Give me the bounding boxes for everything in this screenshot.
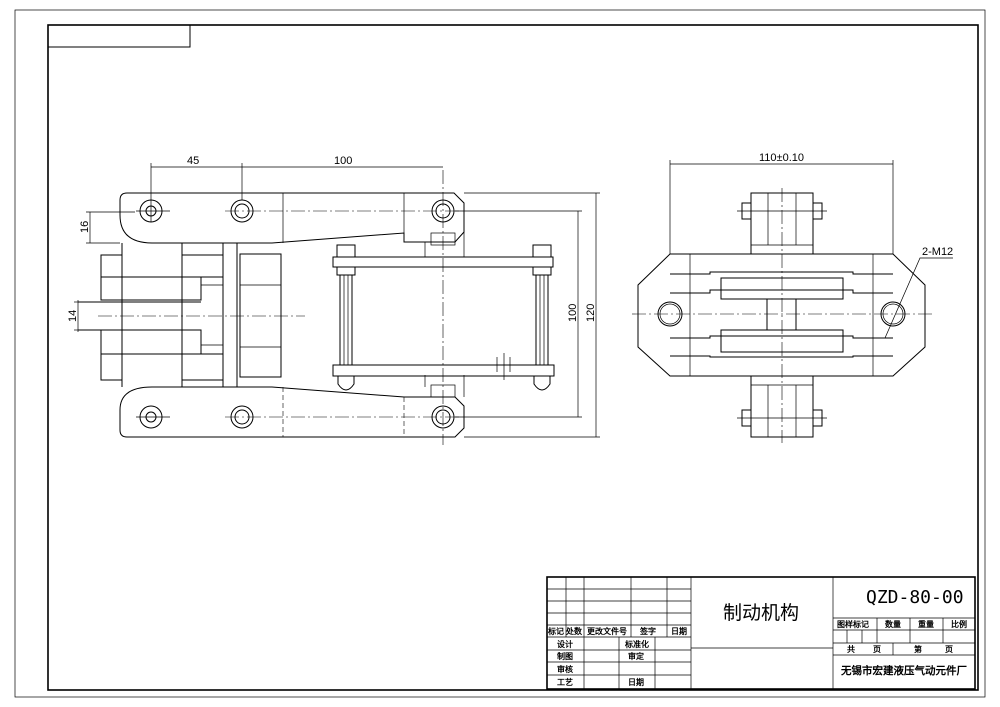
bracket-top xyxy=(737,192,827,255)
label-drafting: 制图 xyxy=(557,651,573,661)
caliper-body xyxy=(637,253,926,377)
top-link-plate xyxy=(119,192,465,244)
company-name: 无锡市宏建液压气动元件厂 xyxy=(840,664,967,677)
label-check: 审核 xyxy=(557,664,573,674)
corner-box xyxy=(47,24,191,48)
label-standardization: 标准化 xyxy=(624,639,649,649)
side-dimensions: 110±0.10 2-M12 xyxy=(669,152,953,339)
dim-45: 45 xyxy=(187,155,199,167)
title-block: 标记 处数 更改文件号 签字 日期 设计 标准化 制图 审定 审核 工艺 日期 … xyxy=(546,576,976,690)
dim-120: 120 xyxy=(585,304,597,322)
friction-pad xyxy=(100,276,202,301)
dim-16: 16 xyxy=(79,221,91,233)
front-dimensions: 45 100 16 14 100 120 xyxy=(67,155,600,438)
rev-header-doc: 更改文件号 xyxy=(587,626,627,636)
dim-100-vertical: 100 xyxy=(567,304,579,322)
sheet-page-label: 页 xyxy=(873,645,881,654)
side-view: 110±0.10 2-M12 xyxy=(632,152,953,443)
bracket-bottom xyxy=(737,375,827,438)
sheet-page-label-2: 页 xyxy=(945,645,953,654)
label-date: 日期 xyxy=(628,677,644,687)
front-view: 45 100 16 14 100 120 xyxy=(67,155,600,445)
tie-bolt-left xyxy=(336,244,356,391)
pin-holes xyxy=(136,199,455,429)
drawing-number: QZD-80-00 xyxy=(866,587,964,608)
sheet-frame xyxy=(14,9,986,698)
attr-sample-mark: 图样标记 xyxy=(837,619,869,629)
tie-bar-bottom xyxy=(332,364,555,377)
attr-scale: 比例 xyxy=(951,619,967,629)
rev-header-count: 处数 xyxy=(565,626,583,636)
dim-110: 110±0.10 xyxy=(759,152,804,164)
label-approval: 审定 xyxy=(628,651,644,661)
dim-100-horizontal: 100 xyxy=(334,155,352,167)
rev-header-sign: 签字 xyxy=(639,626,656,636)
rev-header-date: 日期 xyxy=(671,626,687,636)
sheet-total-label: 共 xyxy=(847,644,855,654)
label-design: 设计 xyxy=(557,639,573,649)
bushing-section xyxy=(100,254,123,278)
friction-pad xyxy=(100,329,202,355)
bushing-section xyxy=(100,353,123,381)
sheet-no-label: 第 xyxy=(914,644,922,654)
part-name: 制动机构 xyxy=(723,602,799,624)
tie-bolt-right xyxy=(532,244,552,391)
attr-quantity: 数量 xyxy=(885,619,901,629)
thread-callout: 2-M12 xyxy=(922,246,953,258)
attr-weight: 重量 xyxy=(918,619,934,629)
rev-header-mark: 标记 xyxy=(547,626,564,636)
brake-block xyxy=(239,253,282,378)
bushing-section xyxy=(181,254,224,278)
label-process: 工艺 xyxy=(557,677,573,687)
dim-14: 14 xyxy=(67,310,79,322)
bushing-section xyxy=(181,353,224,381)
bottom-link-plate xyxy=(119,386,465,438)
